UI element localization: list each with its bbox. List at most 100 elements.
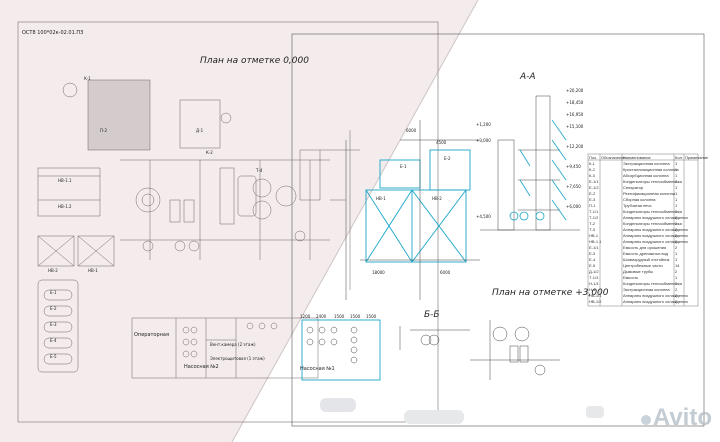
legend-cell: К-3 bbox=[589, 173, 595, 178]
legend-header: Наименование bbox=[623, 155, 651, 160]
legend-cell: НВ-1 bbox=[589, 233, 599, 238]
legend-cell: Емкость для орошения bbox=[623, 245, 667, 250]
legend-header: Поз. bbox=[589, 155, 597, 160]
legend-cell: Конденсаторы теплообменника bbox=[623, 179, 682, 184]
legend-cell: Конденсаторы теплообменника bbox=[623, 221, 682, 226]
tag-r-nv2: НВ-2 bbox=[432, 196, 442, 201]
section-bb-title: Б-Б bbox=[424, 310, 440, 320]
right-paper-bg bbox=[232, 0, 720, 442]
legend-header: Обозначение bbox=[601, 155, 626, 160]
legend-cell: Н-4 bbox=[589, 287, 596, 292]
tag-nv2: НВ-2 bbox=[48, 268, 58, 273]
elev-4: +15,100 bbox=[566, 124, 584, 129]
tag-e1: Е-1 bbox=[50, 290, 57, 295]
tag-r-nv1: НВ-1 bbox=[376, 196, 386, 201]
tag-r-e1: Е-1 bbox=[400, 164, 407, 169]
elev-7: +7,650 bbox=[566, 184, 581, 189]
legend-cell: Е-1/2 bbox=[589, 185, 599, 190]
dim-2: 4500 bbox=[436, 140, 447, 145]
right-plan-lines bbox=[306, 120, 560, 380]
tag-p1: П-2 bbox=[100, 128, 107, 133]
legend-cell: Аппараты воздушного охлаждения bbox=[623, 293, 688, 298]
electro-label: Электрощитовая (1 этаж) bbox=[210, 356, 265, 361]
dim-8: 1500 bbox=[350, 314, 361, 319]
tag-r-e2: Е-2 bbox=[444, 156, 451, 161]
section-aa-title: А-А bbox=[520, 72, 536, 82]
room-label: Операторная bbox=[134, 332, 170, 338]
legend-cell: 1 bbox=[675, 275, 678, 280]
tag-t1: К-2 bbox=[206, 150, 213, 155]
legend-cell: Д-1/2 bbox=[589, 269, 599, 274]
legend-cell: 1 bbox=[675, 173, 678, 178]
legend-cell: П-1 bbox=[589, 203, 596, 208]
legend-cell: Абсорбционная колонна bbox=[623, 173, 669, 178]
legend-cell: Конденсаторы теплообменника bbox=[623, 209, 682, 214]
legend-cell: 2 bbox=[675, 287, 678, 292]
legend-cell: Емкость bbox=[623, 275, 639, 280]
right-frame bbox=[291, 33, 705, 427]
legend-cell: 1 bbox=[675, 203, 678, 208]
legend-cell: К-2 bbox=[589, 167, 595, 172]
legend-cell: 1 bbox=[675, 161, 678, 166]
dim-6: 2400 bbox=[316, 314, 327, 319]
legend-cell: Е-3 bbox=[589, 251, 596, 256]
dim-3: 18000 bbox=[372, 270, 385, 275]
elev-9: +4,500 bbox=[476, 214, 491, 219]
legend-cell: 1 bbox=[675, 257, 678, 262]
legend-cell: Т-1/3 bbox=[589, 275, 599, 280]
legend-cell: Аппараты воздушного охлаждения bbox=[623, 299, 688, 304]
legend-cell: Е-2 bbox=[589, 191, 596, 196]
pump-label-right: Насосная №1 bbox=[300, 366, 335, 372]
legend-cell: Емкость дренажных вод bbox=[623, 251, 669, 256]
legend-cell: Аппараты воздушного охлаждения bbox=[623, 215, 688, 220]
legend-cell: Е-4 bbox=[589, 257, 596, 262]
blur-stamp-3 bbox=[586, 406, 604, 418]
blur-stamp-1 bbox=[320, 398, 356, 412]
dim-9: 1500 bbox=[366, 314, 377, 319]
left-frame bbox=[17, 21, 439, 423]
legend-table bbox=[587, 153, 699, 307]
legend-cell: Е-3 bbox=[589, 197, 596, 202]
legend-header: Примечание bbox=[685, 155, 709, 160]
legend-cell: Аппараты воздушного охлаждения bbox=[623, 233, 688, 238]
legend-cell: 2 bbox=[675, 281, 678, 286]
elev-11: +1,200 bbox=[476, 122, 491, 127]
legend-cell: 2 bbox=[675, 233, 678, 238]
legend-cell: Шламорудный отстойник bbox=[623, 257, 670, 262]
legend-header: Кол. bbox=[675, 155, 683, 160]
left-plan-title: План на отметке 0,000 bbox=[200, 56, 309, 66]
legend-cell: Т-3 bbox=[589, 227, 595, 232]
right-plan-title: План на отметке +3,000 bbox=[492, 288, 609, 298]
legend-cell: 1 bbox=[675, 191, 678, 196]
legend-cell: Е-1/1 bbox=[589, 179, 599, 184]
legend-cell: Е-1/1 bbox=[589, 245, 599, 250]
elev-10: +3,000 bbox=[476, 138, 491, 143]
legend-cell: Трубчатая печь bbox=[623, 203, 652, 208]
tag-nv1: НВ-1 bbox=[88, 268, 98, 273]
tag-p2: Д-1 bbox=[196, 128, 204, 133]
legend-cell: Экстракционная колонна bbox=[623, 287, 670, 292]
legend-cell: Сепаратор bbox=[623, 185, 644, 190]
legend-cell: Аппараты воздушного охлаждения bbox=[623, 227, 688, 232]
legend-cell: 2 bbox=[675, 227, 678, 232]
legend-cell: Экстракционная колонна bbox=[623, 161, 670, 166]
tag-e3: Е-3 bbox=[50, 322, 57, 327]
legend-cell: Ректификационная колонна bbox=[623, 191, 676, 196]
legend-cell: Конденсаторы теплообменника bbox=[623, 281, 682, 286]
legend-cell: 1 bbox=[675, 167, 678, 172]
section-aa bbox=[480, 95, 580, 231]
left-plan bbox=[37, 79, 360, 379]
legend-cell: 2 bbox=[675, 221, 678, 226]
legend-cell: 1 bbox=[675, 197, 678, 202]
vent-label: Вент.камера (2 этаж) bbox=[210, 342, 256, 347]
legend-cell: Н-1/1 bbox=[589, 281, 599, 286]
legend-cell: 2 bbox=[675, 269, 678, 274]
elev-1: +20,200 bbox=[566, 88, 584, 93]
legend-cell: Аппараты воздушного охлаждения bbox=[623, 239, 688, 244]
legend-cell: К-1 bbox=[589, 161, 595, 166]
tag-nv12: НВ-1.2 bbox=[58, 204, 72, 209]
stamp-code: ОСТ8 100*02к-02.01.ПЗ bbox=[22, 30, 84, 36]
legend-cell: 2 bbox=[675, 245, 678, 250]
legend-cell: 2 bbox=[675, 179, 678, 184]
